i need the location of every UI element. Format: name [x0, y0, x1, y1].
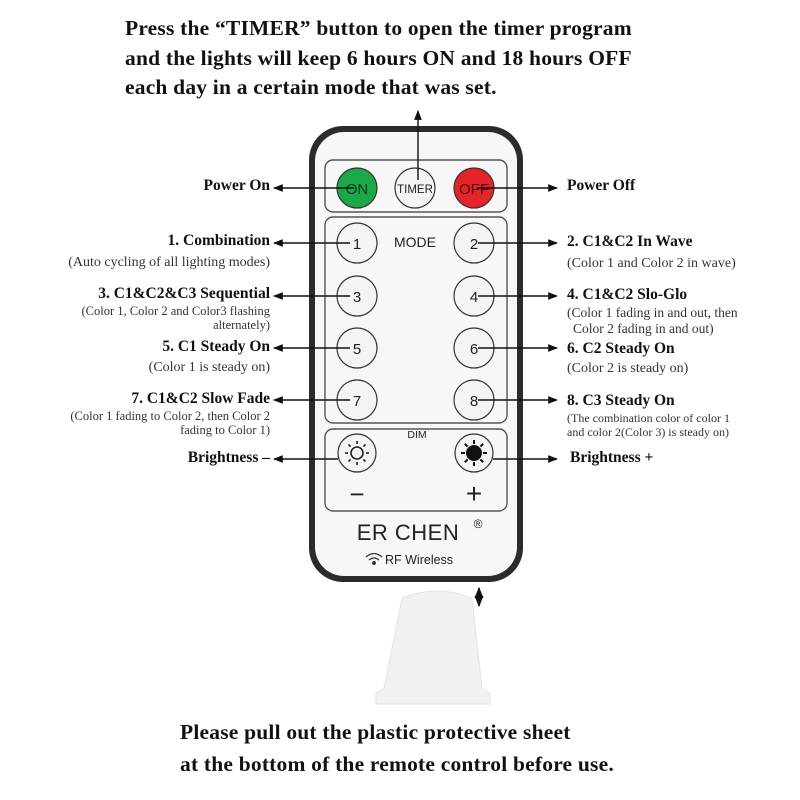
power-panel	[324, 159, 508, 213]
mode-5-description: (Color 1 is steady on)	[148, 360, 270, 375]
mode-3-description-line-1: (Color 1, Color 2 and Color3 flashing	[81, 304, 270, 318]
mode-6-description: (Color 2 is steady on)	[567, 361, 689, 376]
mode-8-description-line-2: and color 2(Color 3) is steady on)	[567, 425, 729, 439]
mode-button-6-label: 6	[470, 341, 478, 358]
timer-instructions: Press the “TIMER” button to open the tim…	[125, 14, 775, 103]
brightness-down-button[interactable]	[337, 433, 377, 473]
mode-7-description-line-2: fading to Color 1)	[180, 422, 270, 437]
mode-1-title: 1. Combination	[167, 232, 271, 249]
timer-instructions-line-1: Press the “TIMER” button to open the tim…	[125, 16, 632, 40]
wireless-icon	[365, 552, 383, 565]
plus-sign: +	[466, 478, 482, 509]
rf-wireless-label: RF Wireless	[385, 553, 453, 567]
mode-7-title: 7. C1&C2 Slow Fade	[131, 390, 270, 407]
timer-button-label: TIMER	[397, 184, 433, 196]
mode-4-description-line-1: (Color 1 fading in and out, then	[567, 305, 738, 320]
mode-8-title: 8. C3 Steady On	[567, 392, 675, 409]
power-off-label: Power Off	[567, 177, 636, 194]
timer-button[interactable]: TIMER	[394, 167, 436, 209]
mode-3-description: (Color 1, Color 2 and Color3 flashing al…	[81, 304, 270, 332]
off-button-label: OFF	[459, 181, 489, 198]
mode-button-2[interactable]: 2	[453, 222, 495, 264]
mode-8-description: (The combination color of color 1 and co…	[567, 411, 730, 439]
mode-button-8-label: 8	[470, 393, 478, 410]
mode-button-3-label: 3	[353, 289, 361, 306]
power-on-label: Power On	[203, 177, 270, 194]
mode-label: MODE	[394, 234, 436, 250]
mode-3-title: 3. C1&C2&C3 Sequential	[98, 285, 270, 302]
mode-7-description: (Color 1 fading to Color 2, then Color 2…	[70, 409, 270, 437]
mode-6-title: 6. C2 Steady On	[567, 340, 675, 357]
minus-sign: −	[349, 479, 364, 509]
mode-7-description-line-1: (Color 1 fading to Color 2, then Color 2	[70, 409, 270, 423]
protective-sheet[interactable]	[375, 590, 491, 705]
mode-5-title: 5. C1 Steady On	[162, 338, 270, 355]
sun-outline-icon	[345, 441, 369, 465]
mode-panel	[324, 216, 508, 424]
sun-filled-icon	[461, 440, 487, 466]
mode-button-2-label: 2	[470, 236, 478, 253]
brightness-minus-label: Brightness –	[187, 449, 270, 466]
mode-4-description-line-2: Color 2 fading in and out)	[573, 321, 714, 336]
mode-button-7-label: 7	[353, 393, 361, 410]
mode-4-description: (Color 1 fading in and out, then Color 2…	[567, 305, 738, 337]
brightness-up-button[interactable]	[454, 433, 494, 473]
brand-text: ER CHEN	[357, 520, 460, 545]
protective-sheet-instructions: Please pull out the plastic protective s…	[180, 716, 740, 780]
dim-panel	[324, 428, 508, 512]
mode-1-description: (Auto cycling of all lighting modes)	[68, 255, 270, 270]
mode-button-5-label: 5	[353, 341, 361, 358]
mode-3-description-line-2: alternately)	[213, 317, 270, 332]
protective-sheet-instructions-line-2: at the bottom of the remote control befo…	[180, 752, 614, 776]
dim-label: DIM	[407, 429, 426, 441]
trademark-symbol: ®	[474, 517, 483, 531]
mode-button-1-label: 1	[353, 236, 361, 253]
mode-8-description-line-1: (The combination color of color 1	[567, 411, 730, 425]
brand-name: ER CHEN	[357, 520, 460, 545]
protective-sheet-instructions-line-1: Please pull out the plastic protective s…	[180, 720, 571, 744]
mode-4-title: 4. C1&C2 Slo-Glo	[567, 286, 688, 303]
on-button-label: ON	[346, 181, 369, 198]
timer-instructions-line-3: each day in a certain mode that was set.	[125, 75, 497, 99]
brightness-plus-label: Brightness +	[570, 449, 654, 466]
mode-2-title: 2. C1&C2 In Wave	[567, 233, 693, 250]
mode-button-4-label: 4	[470, 289, 478, 306]
mode-2-description: (Color 1 and Color 2 in wave)	[567, 256, 736, 271]
timer-instructions-line-2: and the lights will keep 6 hours ON and …	[125, 45, 632, 70]
